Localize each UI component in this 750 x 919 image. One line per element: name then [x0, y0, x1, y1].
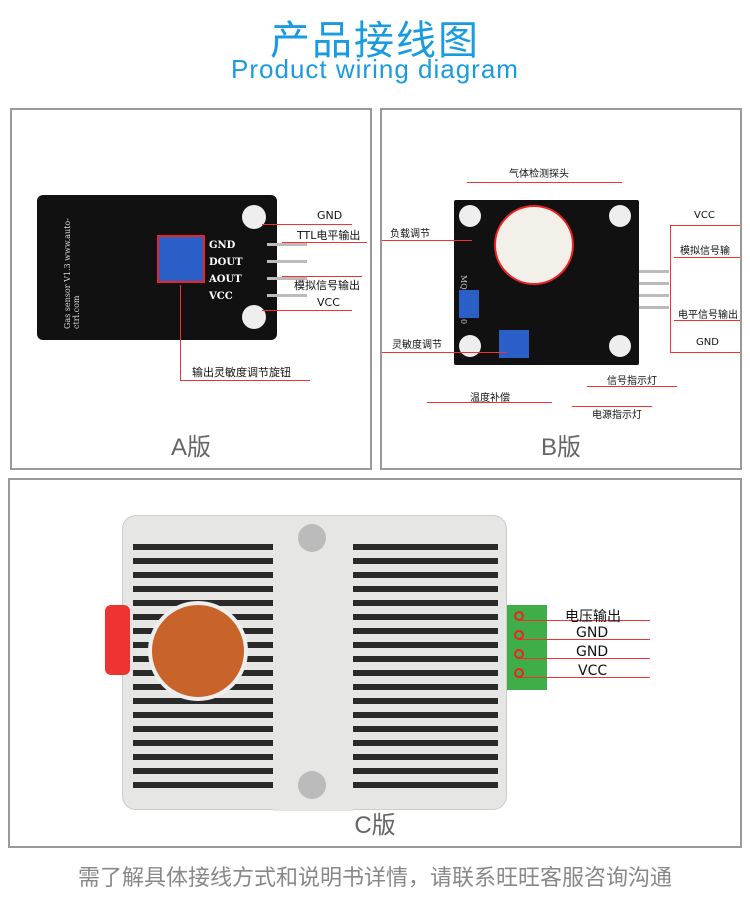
callout-gnd: GND	[317, 209, 343, 222]
callout-gnd: GND	[696, 337, 719, 348]
callout-load: 负载调节	[390, 229, 430, 240]
mount-hole	[609, 205, 631, 227]
red-cap	[105, 605, 130, 675]
callout-line	[670, 352, 740, 353]
callout-digital: 电平信号输出	[678, 310, 738, 321]
callout-line	[282, 276, 362, 277]
callout-power-led: 电源指示灯	[592, 410, 642, 421]
terminal-block	[507, 605, 547, 690]
sensor-board-b: MQ-XL-V3.0	[454, 200, 639, 365]
pin	[267, 260, 307, 263]
panel-c: 电压输出 GND GND VCC C版	[8, 478, 742, 848]
sensor-enclosure	[122, 515, 507, 811]
load-pot	[459, 290, 479, 318]
callout-ttl: TTL电平输出	[297, 229, 361, 242]
terminal-label: 电压输出	[565, 609, 621, 625]
callout-line	[572, 406, 652, 407]
callout-line	[674, 320, 740, 321]
callout-line	[467, 182, 622, 183]
gas-probe	[494, 205, 574, 285]
panel-b: MQ-XL-V3.0 气体检测探头 负载调节 灵敏度调节 温度补偿 信号指示灯 …	[380, 108, 742, 470]
potentiometer	[157, 235, 205, 283]
mount-hole	[242, 205, 266, 229]
terminal-circle	[514, 611, 524, 621]
screw-hole	[298, 771, 326, 799]
callout-probe: 气体检测探头	[509, 169, 569, 180]
callout-sensitivity: 灵敏度调节	[392, 340, 442, 351]
terminal-circle	[514, 668, 524, 678]
mount-hole	[459, 335, 481, 357]
pin	[267, 277, 307, 280]
pin	[639, 270, 669, 273]
callout-analog: 模拟信号输	[680, 246, 730, 257]
callout-line	[180, 380, 310, 381]
pin-label: DOUT	[209, 257, 243, 268]
pin	[639, 294, 669, 297]
mount-hole	[242, 305, 266, 329]
page-title: 产品接线图	[270, 18, 480, 64]
sensor-board-a: Gas sensor V1.3 www.auto-ctrl.com GND DO…	[37, 195, 277, 340]
panel-a-label: A版	[170, 434, 211, 461]
pin	[639, 282, 669, 285]
callout-line	[520, 620, 650, 621]
callout-line	[262, 310, 352, 311]
gas-sensor	[148, 601, 248, 701]
terminal-label: VCC	[578, 663, 608, 679]
callout-line	[587, 386, 677, 387]
callout-knob: 输出灵敏度调节旋钮	[192, 366, 291, 379]
pin	[267, 294, 307, 297]
footer-note: 需了解具体接线方式和说明书详情，请联系旺旺客服咨询沟通	[77, 866, 672, 891]
callout-line	[670, 225, 740, 226]
terminal-label: GND	[576, 644, 609, 660]
callout-vcc: VCC	[317, 296, 340, 309]
pin	[639, 306, 669, 309]
pin-labels: GND DOUT AOUT VCC	[209, 237, 243, 305]
terminal-circle	[514, 649, 524, 659]
callout-line	[427, 402, 552, 403]
terminal-circle	[514, 630, 524, 640]
callout-line	[282, 242, 367, 243]
page-subtitle: Product wiring diagram	[231, 54, 519, 84]
terminal-label: GND	[576, 625, 609, 641]
pin-label: AOUT	[209, 274, 242, 285]
mount-hole	[459, 205, 481, 227]
pin-label: VCC	[209, 291, 233, 302]
callout-line	[382, 352, 507, 353]
pin-label: GND	[209, 240, 236, 251]
callout-line	[520, 639, 650, 640]
sensitivity-pot	[499, 330, 529, 358]
callout-signal-led: 信号指示灯	[607, 376, 657, 387]
panel-c-label: C版	[354, 812, 396, 839]
callout-analog: 模拟信号输出	[294, 279, 360, 292]
center-rib	[273, 516, 353, 811]
panel-a: Gas sensor V1.3 www.auto-ctrl.com GND DO…	[10, 108, 372, 470]
callout-line	[674, 257, 740, 258]
mount-hole	[609, 335, 631, 357]
callout-line	[382, 240, 472, 241]
screw-hole	[298, 524, 326, 552]
panel-b-label: B版	[540, 434, 581, 461]
board-text: Gas sensor V1.3 www.auto-ctrl.com	[63, 218, 81, 329]
pin	[267, 243, 307, 246]
callout-line	[262, 224, 352, 225]
callout-line	[520, 677, 650, 678]
callout-temp: 温度补偿	[470, 393, 510, 404]
callout-line	[180, 285, 181, 380]
callout-line	[520, 658, 650, 659]
callout-vcc: VCC	[694, 210, 715, 221]
callout-line	[670, 225, 671, 352]
